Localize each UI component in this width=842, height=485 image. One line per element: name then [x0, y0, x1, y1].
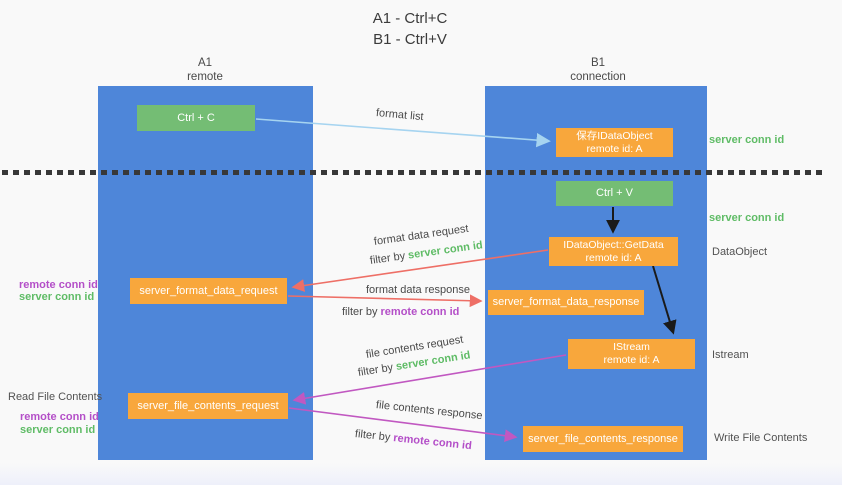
node-ctrl-c: Ctrl + C [137, 105, 255, 131]
node-format-response-label: server_format_data_response [492, 296, 640, 308]
right-label-write-file-contents: Write File Contents [714, 432, 808, 444]
node-file-response-label: server_file_contents_response [528, 432, 678, 445]
left-label-read-file-contents: Read File Contents [8, 391, 103, 403]
edge-label-filter-by-remote-conn-id-1: filter by remote conn id [342, 306, 459, 318]
column-header-a1: A1 remote [150, 56, 260, 84]
edge-label-format-data-response: format data response [366, 284, 470, 296]
arrow-file-contents-response [288, 407, 518, 443]
arrow-file-contents-request [292, 354, 567, 405]
arrow-format-data-response [287, 294, 483, 308]
node-ctrl-v-label: Ctrl + V [596, 187, 633, 199]
arrow-getdata-to-istream [652, 265, 677, 335]
node-file-request-label: server_file_contents_request [137, 399, 279, 412]
bottom-fade-decoration [0, 463, 842, 485]
left-label-remote-conn-id-mid: remote conn id [19, 279, 98, 291]
node-getdata-line2: remote id: A [585, 251, 642, 264]
title-line-b1: B1 - Ctrl+V [373, 31, 447, 48]
arrow-format-list [255, 118, 551, 148]
remote-conn-id-text: remote conn id [380, 306, 460, 318]
right-label-server-conn-id-mid: server conn id [709, 212, 785, 224]
left-label-server-conn-id-mid: server conn id [19, 291, 95, 303]
node-save-idataobject-line1: 保存IDataObject [576, 129, 653, 142]
left-label-server-conn-id-low: server conn id [20, 424, 96, 436]
node-ctrl-c-label: Ctrl + C [177, 111, 215, 124]
node-server-format-data-response: server_format_data_response [488, 290, 644, 315]
column-header-b1: B1 connection [543, 56, 653, 84]
node-format-request-label: server_format_data_request [139, 284, 278, 297]
diagram-title: A1 - Ctrl+C B1 - Ctrl+V [310, 8, 510, 50]
node-server-file-contents-response: server_file_contents_response [523, 426, 683, 452]
node-istream-line2: remote id: A [603, 354, 660, 366]
machine-separator-dotted-line [2, 170, 825, 175]
left-label-remote-conn-id-low: remote conn id [20, 411, 99, 423]
node-istream-line1: IStream [613, 341, 650, 353]
right-label-server-conn-id-top: server conn id [709, 134, 785, 146]
arrow-format-data-request [291, 249, 549, 292]
column-a1-name: A1 [197, 57, 213, 69]
node-getdata-line1: IDataObject::GetData [563, 238, 664, 251]
node-save-idataobject-line2: remote id: A [586, 142, 643, 155]
node-server-format-data-request: server_format_data_request [130, 278, 287, 304]
node-ctrl-v: Ctrl + V [556, 181, 673, 206]
right-label-dataobject: DataObject [712, 246, 768, 258]
column-b1-name: B1 [590, 57, 606, 69]
right-label-istream: Istream [712, 349, 749, 361]
column-a1-role: remote [187, 71, 223, 83]
node-istream: IStream remote id: A [568, 339, 695, 369]
node-save-idataobject: 保存IDataObject remote id: A [556, 128, 673, 157]
column-b1-role: connection [570, 71, 626, 83]
title-line-a1: A1 - Ctrl+C [372, 10, 448, 27]
node-idataobject-getdata: IDataObject::GetData remote id: A [549, 237, 678, 266]
filter-by-text: filter by [342, 306, 381, 318]
node-server-file-contents-request: server_file_contents_request [128, 393, 288, 419]
